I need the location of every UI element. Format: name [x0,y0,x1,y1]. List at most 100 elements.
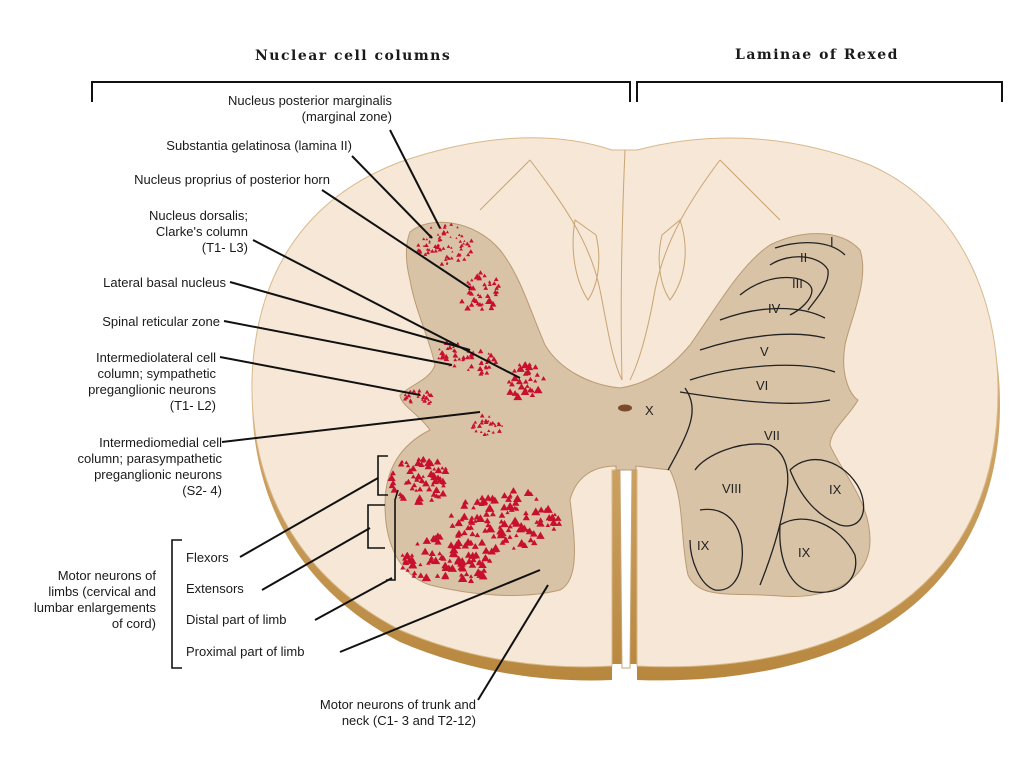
neuron-marker [474,429,478,433]
neuron-marker [487,282,492,286]
neuron-marker [428,241,431,244]
neuron-marker [477,294,483,299]
neuron-marker [473,513,481,520]
neuron-marker [516,367,522,371]
neuron-marker [534,519,540,524]
neuron-marker [474,532,481,538]
neuron-marker [479,370,485,375]
neuron-marker [488,366,491,369]
neuron-marker [480,360,484,363]
neuron-marker [529,392,536,398]
neuron-marker [445,230,449,234]
neuron-marker [405,568,410,572]
neuron-marker [449,522,456,528]
neuron-marker [470,425,475,429]
neuron-marker [503,536,509,542]
neuron-marker [476,274,482,280]
neuron-marker [444,254,450,259]
neuron-marker [453,357,458,362]
neuron-marker [443,466,448,471]
neuron-marker [418,250,423,254]
neuron-marker [440,555,447,561]
neuron-marker [430,491,437,497]
neuron-marker [447,558,453,563]
neuron-marker [449,543,456,549]
neuron-marker [500,503,509,511]
neuron-marker [486,433,489,436]
neuron-marker [496,421,502,427]
neuron-marker [454,519,463,527]
neuron-marker [531,539,538,546]
neuron-marker [508,493,513,498]
neuron-marker [437,247,443,252]
neuron-marker [505,527,512,533]
neuron-marker [454,538,464,547]
neuron-marker [425,250,431,255]
label-distal-part-of-limb: Distal part of limb [186,612,287,627]
neuron-marker [541,376,547,381]
neuron-marker [456,258,461,262]
neuron-marker [465,557,473,565]
neuron-marker [439,477,447,484]
neuron-marker [441,467,450,474]
neuron-marker [414,478,420,482]
label-extensors: Extensors [186,581,244,596]
neuron-marker [447,344,453,350]
neuron-marker [509,381,515,387]
neuron-marker [452,363,457,368]
neuron-marker [476,293,480,297]
neuron-marker [488,421,493,426]
neuron-marker [479,430,483,433]
neuron-marker [457,233,461,236]
neuron-marker [437,238,441,242]
neuron-marker [512,368,517,373]
neuron-marker [420,479,426,484]
neuron-marker [480,419,484,422]
neuron-marker [446,244,451,248]
neuron-marker [478,424,481,427]
neuron-marker [439,349,446,356]
neuron-marker [478,270,484,275]
neuron-marker [449,545,459,554]
neuron-marker [418,461,425,467]
neuron-marker [517,383,526,390]
neuron-marker [434,573,441,578]
neuron-marker [536,531,545,539]
neuron-marker [522,514,530,521]
neuron-marker [433,244,438,249]
neuron-marker [514,533,519,538]
neuron-marker [533,385,543,394]
neuron-marker [461,358,465,362]
neuron-marker [511,499,520,506]
neuron-marker [431,556,441,565]
neuron-marker [440,352,446,357]
label-intermediolateral-cell-column: Intermediolateral cell column; sympathet… [88,350,216,413]
laminae-bracket [636,81,1003,102]
neuron-marker [437,551,443,556]
neuron-marker [404,395,409,400]
neuron-marker [437,236,441,240]
neuron-marker [487,352,491,355]
neuron-marker [534,496,539,501]
neuron-marker [445,261,449,264]
neuron-marker [486,419,490,423]
neuron-marker [473,425,477,428]
neuron-marker [455,532,461,538]
neuron-marker [409,553,415,557]
neuron-marker [507,534,513,539]
neuron-marker [523,510,529,516]
neuron-marker [421,474,425,478]
neuron-marker [465,354,471,360]
neuron-marker [437,356,441,360]
neuron-marker [416,243,421,247]
neuron-marker [491,356,497,362]
neuron-marker [421,547,430,555]
neuron-marker [487,280,492,284]
neuron-marker [467,577,475,583]
neuron-marker [466,368,470,371]
neuron-marker [416,395,420,398]
neuron-marker [439,489,447,497]
neuron-marker [408,560,418,569]
neuron-marker [475,514,486,523]
neuron-marker [422,399,427,403]
